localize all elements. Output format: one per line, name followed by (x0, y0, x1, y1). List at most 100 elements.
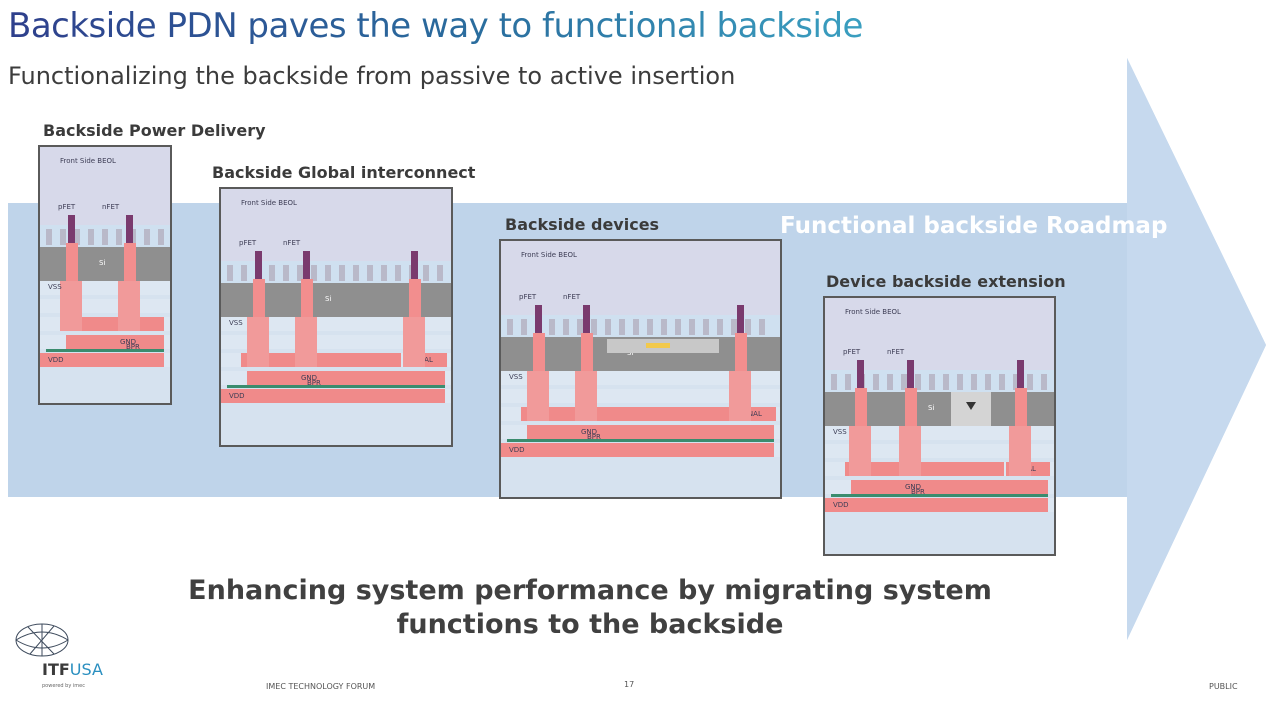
gate-fin (731, 319, 737, 335)
gate-fin (563, 319, 569, 335)
footer-forum: IMEC TECHNOLOGY FORUM (266, 682, 376, 691)
gate-fin (116, 229, 122, 245)
gate-fin (971, 374, 977, 390)
vss-label: VSS (833, 428, 847, 436)
vss-label: VSS (229, 319, 243, 327)
device-layer (501, 315, 780, 337)
backside-dielectric (825, 444, 1054, 458)
vdd-label: VDD (509, 446, 525, 454)
gate-fin (873, 374, 879, 390)
si-label: Si (928, 404, 935, 412)
gate-fin (633, 319, 639, 335)
silicon-layer (40, 247, 170, 281)
front-via (737, 305, 744, 333)
gate-fin (144, 229, 150, 245)
gate-fin (1041, 374, 1047, 390)
backside-metal-line (851, 480, 1048, 494)
footer-classification: PUBLIC (1209, 682, 1238, 691)
front-via (583, 305, 590, 333)
backside-metal-line (241, 353, 401, 367)
nfet-label: nFET (102, 203, 120, 211)
gate-fin (423, 265, 429, 281)
backside-dielectric (825, 426, 1054, 440)
gate-fin (283, 265, 289, 281)
gate-fin (381, 265, 387, 281)
backside-via-stack (295, 317, 317, 367)
bpr-label: BPR (911, 488, 925, 496)
backside-metal-line (521, 407, 730, 421)
through-si-via (855, 388, 867, 428)
gate-fin (745, 319, 751, 335)
footer-page-number: 17 (624, 680, 635, 689)
gate-fin (437, 265, 443, 281)
gate-fin (130, 229, 136, 245)
front-via (303, 251, 310, 279)
backside-dielectric (501, 389, 780, 403)
gate-fin (703, 319, 709, 335)
gate-fin (339, 265, 345, 281)
through-si-via (905, 388, 917, 428)
cross-section-diagram: Front Side BEOLpFETnFETSiSIGNALVDDGNDVSS… (499, 239, 782, 499)
gnd-label: GND (120, 338, 137, 346)
logo-subtitle: powered by imec (42, 683, 85, 689)
beol-label: Front Side BEOL (60, 157, 116, 165)
backside-via-stack (899, 426, 921, 476)
front-via (535, 305, 542, 333)
si-label: Si (325, 295, 332, 303)
gate-fin (619, 319, 625, 335)
roadmap-arrow-highlight (1127, 58, 1266, 640)
backside-via-stack (403, 317, 425, 367)
gate-fin (605, 319, 611, 335)
gate-fin (549, 319, 555, 335)
gate-fin (999, 374, 1005, 390)
panel-label: Backside devices (505, 215, 660, 234)
vdd-label: VDD (48, 356, 64, 364)
pfet-label: pFET (843, 348, 861, 356)
gate-fin (158, 229, 164, 245)
backside-dielectric (221, 317, 451, 331)
nfet-label: nFET (887, 348, 905, 356)
bpr-label: BPR (587, 433, 601, 441)
device-layer (825, 370, 1054, 392)
backside-via-stack (729, 371, 751, 421)
backside-via-stack (118, 281, 140, 331)
gate-fin (675, 319, 681, 335)
front-via (126, 215, 133, 243)
bpr-layer (46, 349, 164, 352)
gate-fin (845, 374, 851, 390)
gate-fin (60, 229, 66, 245)
gate-fin (759, 319, 765, 335)
bpr-label: BPR (307, 379, 321, 387)
backside-via-stack (575, 371, 597, 421)
slide-subtitle: Functionalizing the backside from passiv… (8, 62, 736, 90)
through-si-via (581, 333, 593, 373)
vss-label: VSS (509, 373, 523, 381)
device-layer (221, 261, 451, 283)
beol-label: Front Side BEOL (845, 308, 901, 316)
through-si-via (1015, 388, 1027, 428)
backside-metal-line (527, 425, 774, 439)
si-label: Si (627, 349, 634, 357)
through-si-via (533, 333, 545, 373)
pfet-label: pFET (519, 293, 537, 301)
through-si-via (124, 243, 136, 283)
backside-metal-line (825, 498, 1048, 512)
backside-device-gate (646, 343, 670, 348)
gate-fin (102, 229, 108, 245)
gate-fin (901, 374, 907, 390)
gate-fin (297, 265, 303, 281)
gate-fin (661, 319, 667, 335)
gate-fin (647, 319, 653, 335)
through-si-via (66, 243, 78, 283)
gate-fin (831, 374, 837, 390)
cross-section-diagram: Front Side BEOLpFETnFETSiSIGNALVDDGNDVSS… (219, 187, 453, 447)
backside-dielectric (221, 335, 451, 349)
pfet-label: pFET (239, 239, 257, 247)
front-side-beol-layer (221, 189, 451, 261)
backside-metal-line (501, 443, 774, 457)
vss-label: VSS (48, 283, 62, 291)
through-si-via (735, 333, 747, 373)
backside-via-stack (527, 371, 549, 421)
gate-fin (1013, 374, 1019, 390)
